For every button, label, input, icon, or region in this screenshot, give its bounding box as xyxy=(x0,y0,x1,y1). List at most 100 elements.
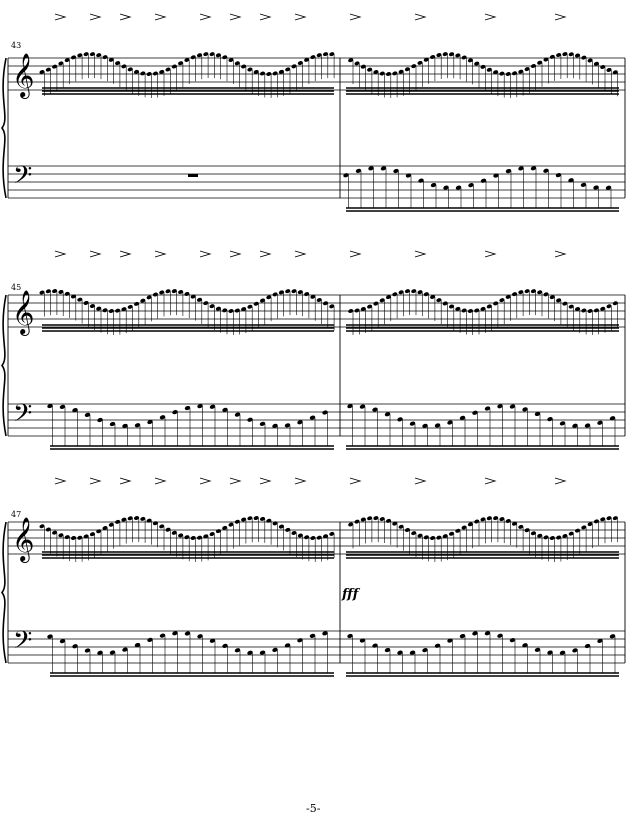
treble-notehead xyxy=(373,516,379,521)
bass-notehead xyxy=(84,648,91,653)
treble-notehead xyxy=(322,534,329,539)
accent-mark xyxy=(259,13,272,21)
bass-notehead xyxy=(447,638,453,643)
treble-notehead xyxy=(108,308,114,313)
treble-notehead xyxy=(499,298,505,303)
treble-notehead xyxy=(436,53,442,58)
treble-notehead xyxy=(322,52,329,57)
treble-notehead xyxy=(574,528,581,533)
bass-notehead xyxy=(197,634,203,639)
treble-notehead xyxy=(448,52,455,57)
treble-notehead xyxy=(266,72,272,76)
treble-notehead xyxy=(562,52,568,57)
treble-notehead xyxy=(518,524,524,529)
treble-notehead xyxy=(524,289,530,294)
bass-notehead xyxy=(422,648,428,653)
treble-notehead xyxy=(259,71,266,76)
treble-notehead xyxy=(190,55,196,60)
measure-number-45: 45 xyxy=(11,283,21,292)
treble-notehead xyxy=(121,517,127,522)
bass-notehead xyxy=(509,404,516,409)
treble-notehead xyxy=(64,58,70,63)
treble-notehead xyxy=(499,517,505,522)
treble-notehead xyxy=(58,289,64,294)
treble-notehead xyxy=(581,308,587,313)
treble-notehead xyxy=(442,301,448,306)
bass-notehead xyxy=(497,633,503,638)
treble-notehead xyxy=(297,61,303,66)
bass-notehead xyxy=(172,410,178,415)
accent-mark xyxy=(119,250,132,258)
treble-notehead xyxy=(64,291,70,296)
treble-notehead xyxy=(442,534,448,539)
bass-notehead xyxy=(405,173,412,178)
treble-notehead xyxy=(442,52,448,57)
treble-notehead xyxy=(398,290,404,295)
treble-notehead xyxy=(480,64,486,69)
accent-mark xyxy=(414,13,427,21)
treble-notehead xyxy=(398,524,404,529)
accent-mark xyxy=(199,477,212,485)
treble-notehead xyxy=(291,530,297,535)
treble-notehead xyxy=(329,531,335,536)
bass-notehead xyxy=(109,421,116,427)
treble-notehead xyxy=(297,290,303,295)
treble-notehead xyxy=(102,55,108,60)
dynamic-fff: fff xyxy=(341,587,361,602)
bass-notehead xyxy=(297,420,303,425)
treble-notehead xyxy=(140,298,146,303)
bass-notehead xyxy=(580,182,587,187)
bass-notehead xyxy=(543,168,549,173)
treble-notehead xyxy=(430,535,436,540)
bass-notehead xyxy=(197,403,203,409)
treble-notehead xyxy=(152,71,158,76)
treble-clef-icon: 𝄞 xyxy=(12,517,34,563)
treble-notehead xyxy=(537,60,543,65)
bass-notehead xyxy=(309,415,316,420)
treble-notehead xyxy=(360,517,366,522)
treble-notehead xyxy=(196,535,203,540)
treble-notehead xyxy=(58,61,64,66)
treble-notehead xyxy=(140,71,146,76)
bass-notehead xyxy=(409,650,416,655)
bass-notehead xyxy=(234,648,241,653)
treble-notehead xyxy=(209,532,215,537)
treble-notehead xyxy=(70,535,77,540)
bass-notehead xyxy=(59,404,66,409)
bass-notehead xyxy=(459,633,466,639)
treble-notehead xyxy=(518,290,524,295)
bass-notehead xyxy=(72,644,78,649)
bass-notehead xyxy=(443,185,449,190)
treble-notehead xyxy=(587,309,593,313)
treble-notehead xyxy=(133,301,140,306)
treble-notehead xyxy=(423,57,429,62)
treble-notehead xyxy=(184,58,190,62)
treble-notehead xyxy=(348,58,354,63)
treble-notehead xyxy=(89,52,95,57)
treble-notehead xyxy=(152,521,158,526)
treble-notehead xyxy=(367,516,373,521)
treble-notehead xyxy=(574,53,581,58)
treble-notehead xyxy=(593,61,599,66)
measure-number-47: 47 xyxy=(11,510,21,519)
treble-notehead xyxy=(480,517,486,522)
treble-notehead xyxy=(272,71,278,76)
bass-notehead xyxy=(84,412,91,418)
bass-notehead xyxy=(480,178,487,183)
bass-notehead xyxy=(222,643,228,649)
treble-notehead xyxy=(146,518,152,523)
treble-notehead xyxy=(581,525,587,530)
accent-mark xyxy=(54,13,67,21)
bass-notehead xyxy=(397,650,403,655)
treble-notehead xyxy=(568,52,574,57)
treble-notehead xyxy=(398,69,404,74)
treble-notehead xyxy=(556,52,562,57)
treble-notehead xyxy=(348,522,354,527)
treble-notehead xyxy=(612,301,618,306)
treble-notehead xyxy=(115,308,121,313)
bass-notehead xyxy=(247,417,253,422)
treble-notehead xyxy=(89,532,95,537)
treble-notehead xyxy=(411,531,417,536)
accent-mark xyxy=(54,477,67,485)
treble-notehead xyxy=(511,71,518,76)
